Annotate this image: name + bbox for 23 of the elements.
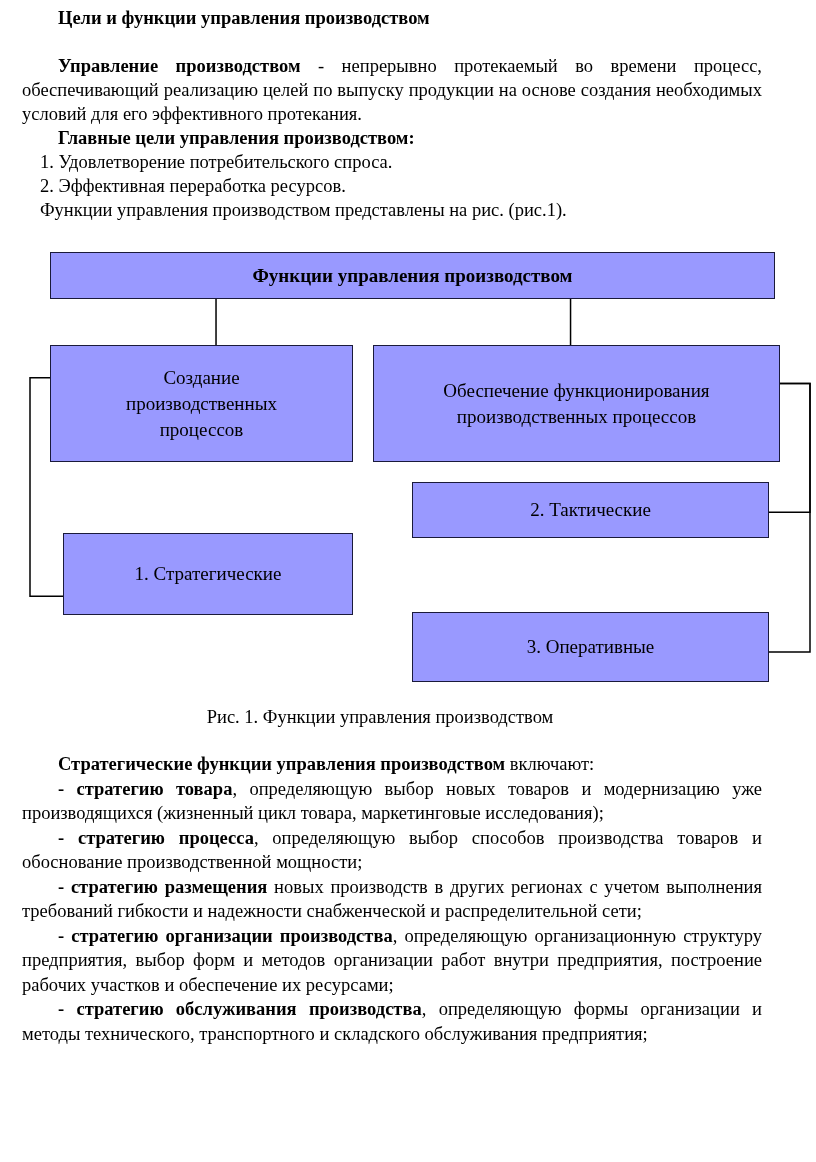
header-box: Функции управления производством: [50, 252, 775, 299]
function-box: Создание производственных процессов: [50, 345, 353, 462]
paragraph: Стратегические функции управления производством включают:: [57, 753, 596, 776]
paragraph: Функции управления производством представлены на рис. (рис.1).: [39, 199, 568, 222]
paragraph: 2. Эффективная переработка ресурсов.: [39, 175, 347, 198]
connector-line: [29, 377, 64, 597]
paragraph: - стратегию обслуживания производства, определяющую формы организации и методы технического, транспортного и складского обслуживания предприятия;: [22, 998, 762, 1046]
paragraph: - стратегию товара, определяющую выбор новых товаров и модернизацию уже производящихся (жизненный цикл товара, маркетинговые исследования);: [22, 777, 762, 825]
connector-line: [569, 298, 572, 346]
function-box: 3. Оперативные: [412, 612, 769, 682]
connector-line: [215, 298, 217, 346]
page-title: Цели и функции управления производством: [58, 7, 431, 30]
paragraph: - стратегию процесса, определяющую выбор способов производства товаров и обоснование производственной мощности;: [22, 826, 762, 874]
connector-line: [768, 382, 811, 653]
paragraph: - стратегию организации производства, определяющую организационную структуру предприятия, выбор форм и методов организации работ внутри предприятия, построение рабочих участков и обеспечение их ресурсами;: [22, 924, 762, 997]
paragraph: - стратегию размещения новых производств в других регионах с учетом выполнения требований гибкости и надежности снабженческой и распределительной сети;: [22, 875, 762, 923]
paragraph: 1. Удовлетворение потребительского спроса.: [39, 151, 394, 174]
function-box: 2. Тактические: [412, 482, 769, 538]
function-box: 1. Стратегические: [63, 533, 353, 615]
paragraph: Управление производством - непрерывно протекаемый во времени процесс, обеспечивающий реализацию целей по выпуску продукции на основе создания необходимых условий для его эффективного протекания.: [22, 55, 762, 126]
paragraph: Главные цели управления производством:: [57, 127, 416, 150]
function-box: Обеспечение функционирования производственных процессов: [373, 345, 780, 462]
figure-caption: Рис. 1. Функции управления производством: [205, 706, 555, 729]
